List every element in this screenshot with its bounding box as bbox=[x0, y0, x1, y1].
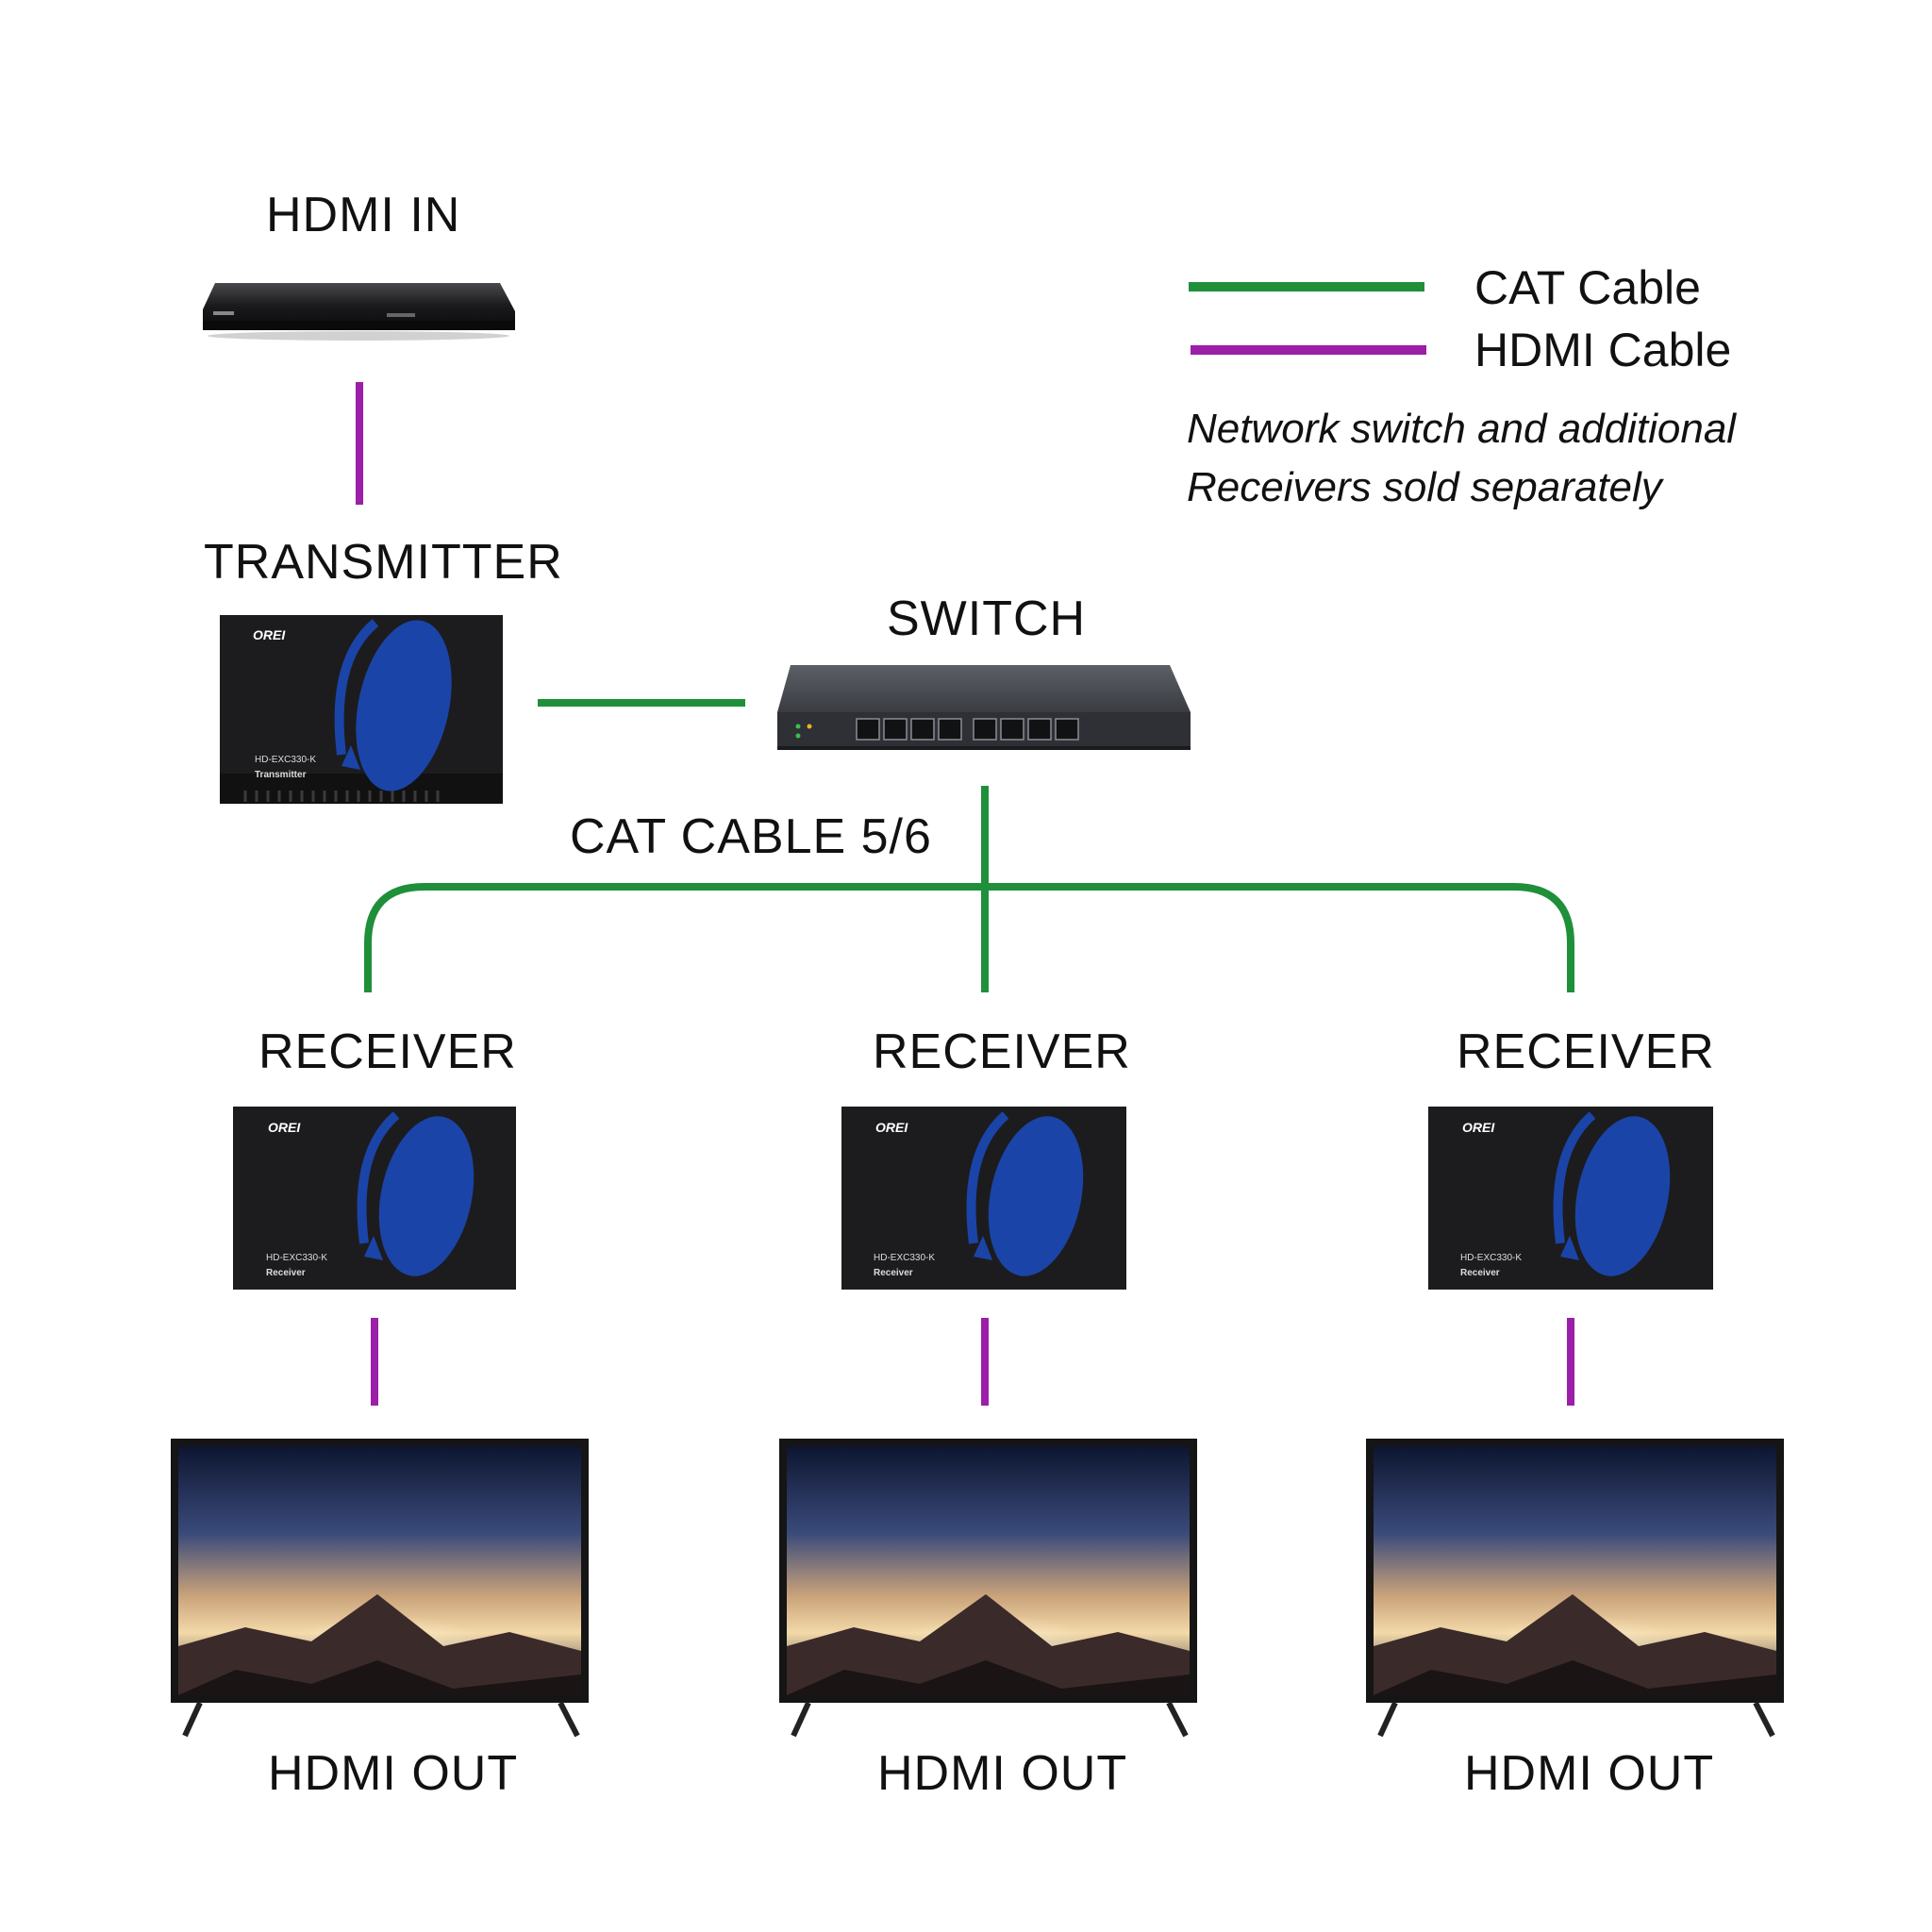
receiver-3-brand: OREI bbox=[1462, 1120, 1495, 1135]
receiver-3-model: HD-EXC330-K bbox=[1460, 1253, 1522, 1263]
tv-display-3 bbox=[1366, 1439, 1784, 1738]
receiver-2-model: HD-EXC330-K bbox=[874, 1253, 935, 1263]
transmitter-model: HD-EXC330-K bbox=[255, 755, 316, 765]
transmitter-type: Transmitter bbox=[255, 770, 307, 780]
receiver-2-type: Receiver bbox=[874, 1268, 913, 1278]
hdmi-out-label-2: HDMI OUT bbox=[877, 1746, 1128, 1801]
legend-cat-label: CAT Cable bbox=[1474, 261, 1701, 314]
receiver-3-type: Receiver bbox=[1460, 1268, 1500, 1278]
hdmi-out-label-1: HDMI OUT bbox=[268, 1746, 519, 1801]
receiver-label-2: RECEIVER bbox=[873, 1024, 1131, 1079]
receiver-label-3: RECEIVER bbox=[1457, 1024, 1715, 1079]
receiver-1-brand: OREI bbox=[268, 1120, 301, 1135]
receiver-device-1: OREI HD-EXC330-K Receiver bbox=[233, 1107, 516, 1290]
receiver-device-3: OREI HD-EXC330-K Receiver bbox=[1428, 1107, 1713, 1290]
transmitter-brand: OREI bbox=[253, 627, 286, 642]
tv-display-2 bbox=[779, 1439, 1197, 1738]
receiver-label-1: RECEIVER bbox=[258, 1024, 517, 1079]
media-player-device bbox=[203, 283, 515, 341]
hdmi-in-label: HDMI IN bbox=[266, 188, 461, 242]
receiver-1-type: Receiver bbox=[266, 1268, 306, 1278]
transmitter-device: OREI HD-EXC330-K Transmitter bbox=[220, 615, 503, 804]
hdmi-out-label-3: HDMI OUT bbox=[1464, 1746, 1715, 1801]
legend-hdmi-label: HDMI Cable bbox=[1474, 324, 1732, 376]
hdmi-cables-out bbox=[371, 1318, 1574, 1406]
switch-label: SWITCH bbox=[887, 591, 1087, 646]
receiver-device-2: OREI HD-EXC330-K Receiver bbox=[841, 1107, 1126, 1290]
note-line-1: Network switch and additional bbox=[1187, 406, 1737, 452]
tv-display-1 bbox=[171, 1439, 589, 1738]
receiver-2-brand: OREI bbox=[875, 1120, 908, 1135]
receiver-1-model: HD-EXC330-K bbox=[266, 1253, 327, 1263]
cat-cable-label: CAT CABLE 5/6 bbox=[570, 809, 932, 864]
transmitter-label: TRANSMITTER bbox=[204, 535, 563, 590]
note-line-2: Receivers sold separately bbox=[1187, 464, 1662, 510]
network-switch-device bbox=[777, 665, 1191, 750]
cat-cable-switch-trunk bbox=[364, 786, 1574, 992]
